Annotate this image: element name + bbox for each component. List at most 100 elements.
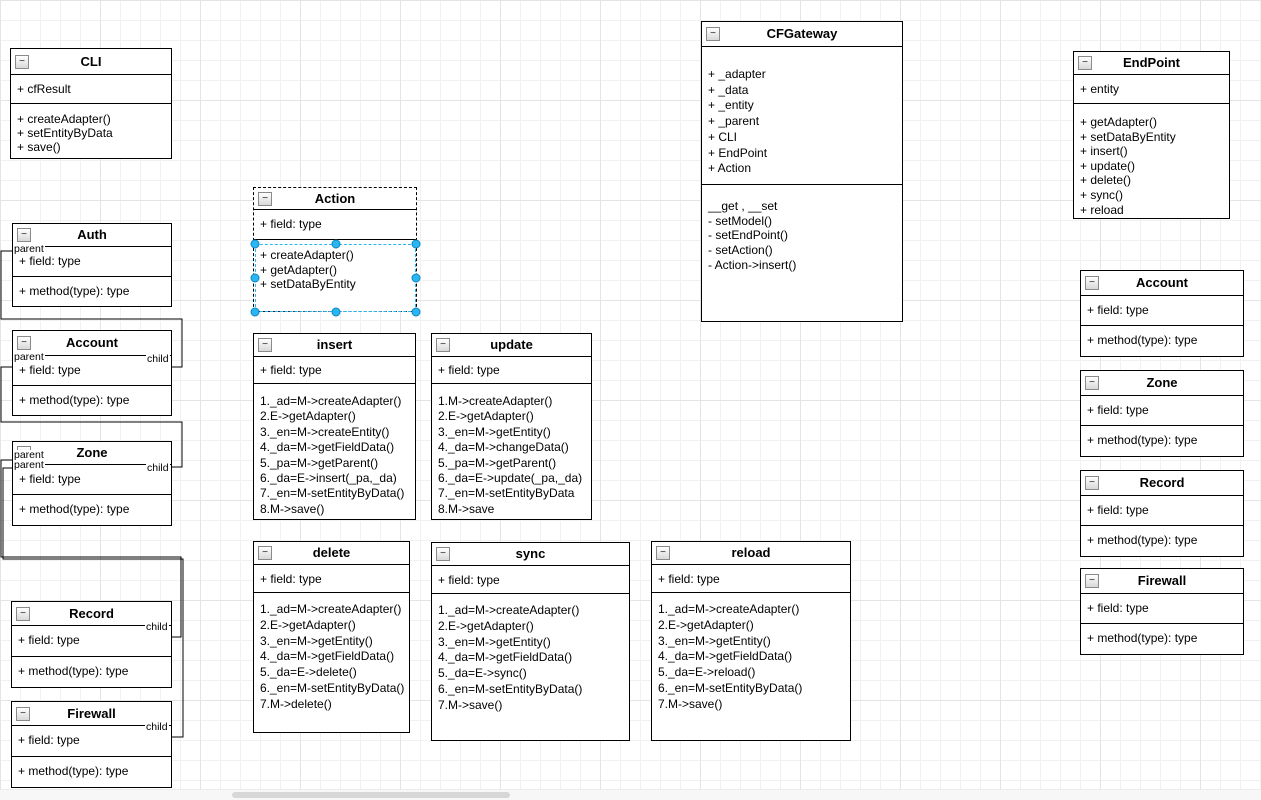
text-line: 6._en=M-setEntityByData() bbox=[658, 680, 803, 695]
class-box-record-left[interactable]: − Record + field: type + method(type): t… bbox=[11, 601, 172, 688]
collapse-icon[interactable]: − bbox=[1085, 376, 1099, 390]
selection-handle[interactable] bbox=[331, 307, 341, 317]
text-line: 1._ad=M->createAdapter() bbox=[438, 603, 580, 617]
attributes-compartment: + field: type bbox=[1081, 495, 1243, 525]
text-line: 4._da=M->getFieldData() bbox=[260, 649, 395, 664]
collapse-icon[interactable]: − bbox=[1078, 56, 1092, 70]
class-box-zone-right[interactable]: − Zone + field: type + method(type): typ… bbox=[1080, 370, 1244, 457]
selection-handle[interactable] bbox=[331, 239, 341, 249]
collapse-icon[interactable]: − bbox=[258, 546, 272, 560]
class-box-cli[interactable]: − CLI + cfResult + createAdapter()+ setE… bbox=[10, 48, 172, 159]
collapse-icon[interactable]: − bbox=[1085, 476, 1099, 490]
text-line: 3._en=M->getEntity() bbox=[438, 634, 551, 649]
class-box-delete[interactable]: − delete + field: type 1._ad=M->createAd… bbox=[253, 541, 410, 733]
connector-zone-firewall[interactable] bbox=[2, 467, 184, 738]
text-line: + save() bbox=[17, 140, 61, 154]
class-box-record-right[interactable]: − Record + field: type + method(type): t… bbox=[1080, 470, 1244, 557]
selection-handle[interactable] bbox=[411, 239, 421, 249]
text-line: 3._en=M->getEntity() bbox=[658, 633, 771, 648]
text-line: 2.E->getAdapter() bbox=[260, 617, 356, 632]
text-line: 2.E->getAdapter() bbox=[438, 618, 534, 633]
methods-compartment: + method(type): type bbox=[12, 656, 171, 687]
text-line: 6._da=E->update(_pa,_da) bbox=[438, 471, 583, 486]
text-line: 1._ad=M->createAdapter() bbox=[260, 602, 402, 616]
horizontal-scrollbar[interactable] bbox=[0, 789, 1261, 800]
attributes-compartment: + cfResult bbox=[11, 74, 171, 103]
class-box-action[interactable]: − Action + field: type + createAdapter()… bbox=[253, 187, 417, 312]
selection-handle[interactable] bbox=[250, 273, 260, 283]
collapse-icon[interactable]: − bbox=[16, 706, 30, 721]
methods-compartment: + method(type): type bbox=[1081, 325, 1243, 356]
text-line: + reload bbox=[1080, 202, 1124, 217]
class-box-auth[interactable]: − Auth + field: type + method(type): typ… bbox=[12, 223, 172, 307]
attributes-compartment: + field: type bbox=[1081, 395, 1243, 425]
class-title: sync bbox=[515, 546, 546, 561]
collapse-icon[interactable]: − bbox=[706, 27, 720, 41]
methods-compartment: __get , __set- setModel()- setEndPoint()… bbox=[702, 184, 902, 321]
collapse-icon[interactable]: − bbox=[436, 547, 450, 561]
text-line: 7.M->save() bbox=[658, 696, 723, 711]
text-line: 1._ad=M->createAdapter() bbox=[260, 394, 402, 408]
text-line: 5._pa=M->getParent() bbox=[260, 455, 379, 470]
collapse-icon[interactable]: − bbox=[436, 338, 450, 352]
collapse-icon[interactable]: − bbox=[258, 338, 272, 352]
text-line: 4._da=M->getFieldData() bbox=[658, 649, 793, 664]
selection-handle[interactable] bbox=[411, 273, 421, 283]
selection-handle[interactable] bbox=[250, 307, 260, 317]
collapse-icon[interactable]: − bbox=[17, 228, 31, 242]
class-title: Record bbox=[69, 606, 114, 621]
text-line: + insert() bbox=[1080, 144, 1128, 159]
class-box-firewall-right[interactable]: − Firewall + field: type + method(type):… bbox=[1080, 568, 1244, 655]
selection-handle[interactable] bbox=[411, 307, 421, 317]
text-line: + field: type bbox=[1087, 503, 1149, 517]
connector-label-parent: parent bbox=[13, 243, 45, 255]
text-line: - Action->insert() bbox=[708, 257, 797, 272]
collapse-icon[interactable]: − bbox=[1085, 574, 1099, 588]
connector-zone-record[interactable] bbox=[0, 459, 182, 638]
text-line: 7._en=M-setEntityByData() bbox=[260, 486, 405, 501]
class-box-reload[interactable]: − reload + field: type 1._ad=M->createAd… bbox=[651, 541, 851, 741]
text-line: + entity bbox=[1080, 82, 1120, 96]
text-line: + createAdapter() bbox=[260, 248, 354, 262]
collapse-icon[interactable]: − bbox=[258, 191, 272, 206]
collapse-icon[interactable]: − bbox=[1085, 276, 1099, 290]
collapse-icon[interactable]: − bbox=[17, 336, 31, 350]
scrollbar-thumb[interactable] bbox=[232, 792, 510, 798]
collapse-icon[interactable]: − bbox=[16, 606, 30, 621]
selection-handle[interactable] bbox=[250, 239, 260, 249]
text-line: - setModel() bbox=[708, 213, 773, 228]
class-box-endpoint[interactable]: − EndPoint + entity + getAdapter()+ setD… bbox=[1073, 51, 1230, 219]
class-box-sync[interactable]: − sync + field: type 1._ad=M->createAdap… bbox=[431, 542, 630, 741]
text-line: 7.M->delete() bbox=[260, 696, 332, 711]
connector-auth-account[interactable] bbox=[0, 250, 183, 368]
connector-account-zone[interactable] bbox=[0, 366, 183, 468]
class-box-cfgateway[interactable]: − CFGateway + _adapter+ _data+ _entity+ … bbox=[701, 21, 903, 322]
methods-compartment: 1._ad=M->createAdapter()2.E->getAdapter(… bbox=[254, 592, 409, 732]
text-line: + setEntityByData bbox=[17, 126, 113, 140]
connector-label-child: child bbox=[145, 721, 169, 733]
text-line: + _parent bbox=[708, 114, 760, 129]
text-line: + sync() bbox=[1080, 187, 1124, 202]
class-title: Account bbox=[66, 335, 118, 350]
class-title: insert bbox=[316, 337, 353, 352]
methods-compartment: 1.M->createAdapter()2.E->getAdapter()3._… bbox=[432, 383, 591, 519]
class-box-account-left[interactable]: − Account + field: type + method(type): … bbox=[12, 330, 172, 416]
methods-compartment: + method(type): type bbox=[13, 385, 171, 415]
class-title: Action bbox=[314, 191, 356, 206]
collapse-icon[interactable]: − bbox=[15, 54, 29, 69]
class-box-account-right[interactable]: − Account + field: type + method(type): … bbox=[1080, 270, 1244, 357]
collapse-icon[interactable]: − bbox=[656, 546, 670, 560]
text-line: + field: type bbox=[260, 217, 322, 231]
attributes-compartment: + field: type bbox=[1081, 295, 1243, 325]
class-title: Zone bbox=[1146, 375, 1178, 390]
class-box-insert[interactable]: − insert + field: type 1._ad=M->createAd… bbox=[253, 333, 416, 520]
class-box-firewall-left[interactable]: − Firewall + field: type + method(type):… bbox=[11, 701, 172, 788]
class-box-update[interactable]: − update + field: type 1.M->createAdapte… bbox=[431, 333, 592, 520]
text-line: - setAction() bbox=[708, 243, 773, 258]
connector-label-parent: parent bbox=[13, 351, 45, 363]
text-line: + createAdapter() bbox=[17, 112, 111, 126]
text-line: + method(type): type bbox=[19, 502, 130, 516]
text-line: __get , __set bbox=[708, 199, 778, 213]
